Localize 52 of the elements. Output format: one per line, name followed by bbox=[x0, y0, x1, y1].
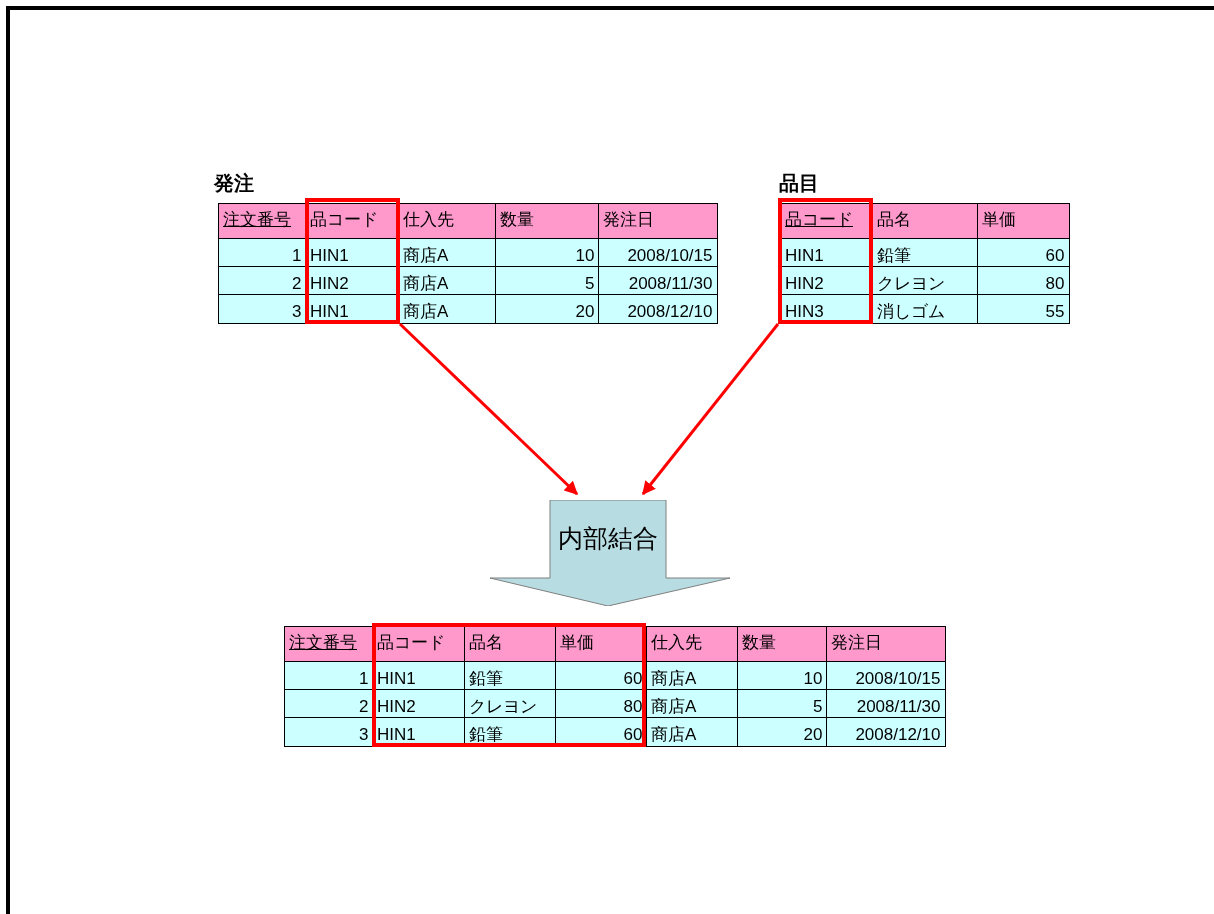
column-header: 品名 bbox=[464, 626, 557, 663]
table-title: 発注 bbox=[214, 171, 254, 196]
table-cell: 商店A bbox=[398, 266, 497, 296]
highlight-frame bbox=[305, 198, 400, 324]
table-cell: 2008/12/10 bbox=[826, 717, 946, 747]
table-cell: 2008/11/30 bbox=[598, 266, 718, 296]
table-cell: 2 bbox=[284, 689, 374, 719]
table-cell: 2008/10/15 bbox=[826, 661, 946, 691]
table-cell: 鉛筆 bbox=[872, 238, 979, 268]
column-header: 数量 bbox=[495, 203, 600, 240]
table-cell: 1 bbox=[218, 238, 307, 268]
table-cell: 1 bbox=[284, 661, 374, 691]
table-cell: 5 bbox=[495, 266, 600, 296]
table-cell: 10 bbox=[737, 661, 828, 691]
table-cell: クレヨン bbox=[464, 689, 557, 719]
arrow bbox=[398, 322, 579, 496]
column-header: 注文番号 bbox=[218, 203, 307, 240]
table-cell: 55 bbox=[977, 294, 1070, 324]
table-cell: 商店A bbox=[646, 661, 739, 691]
column-header: 仕入先 bbox=[646, 626, 739, 663]
table-cell: 鉛筆 bbox=[464, 661, 557, 691]
table-cell: 10 bbox=[495, 238, 600, 268]
table-cell: 消しゴム bbox=[872, 294, 979, 324]
column-header: 単価 bbox=[977, 203, 1070, 240]
table-cell: 2008/11/30 bbox=[826, 689, 946, 719]
table-cell: 商店A bbox=[646, 689, 739, 719]
block-arrow bbox=[490, 500, 730, 606]
table-cell: 60 bbox=[977, 238, 1070, 268]
table-title: 品目 bbox=[779, 171, 819, 196]
table-cell: 5 bbox=[737, 689, 828, 719]
table-cell: 20 bbox=[737, 717, 828, 747]
column-header: 数量 bbox=[737, 626, 828, 663]
node-label: 内部結合 bbox=[557, 523, 659, 554]
table-cell: 20 bbox=[495, 294, 600, 324]
table-cell: 2 bbox=[218, 266, 307, 296]
table-cell: 2008/10/15 bbox=[598, 238, 718, 268]
column-header: 発注日 bbox=[826, 626, 946, 663]
table-cell: 3 bbox=[218, 294, 307, 324]
column-header: 品名 bbox=[872, 203, 979, 240]
table-cell: クレヨン bbox=[872, 266, 979, 296]
column-header: 発注日 bbox=[598, 203, 718, 240]
column-header: 仕入先 bbox=[398, 203, 497, 240]
table-cell: 2008/12/10 bbox=[598, 294, 718, 324]
column-header: 注文番号 bbox=[284, 626, 374, 663]
highlight-frame bbox=[372, 623, 646, 747]
table-cell: 80 bbox=[977, 266, 1070, 296]
highlight-frame bbox=[778, 198, 873, 324]
table-cell: 商店A bbox=[398, 294, 497, 324]
table-cell: 商店A bbox=[398, 238, 497, 268]
table-cell: 3 bbox=[284, 717, 374, 747]
table-cell: 商店A bbox=[646, 717, 739, 747]
arrow bbox=[641, 323, 780, 496]
